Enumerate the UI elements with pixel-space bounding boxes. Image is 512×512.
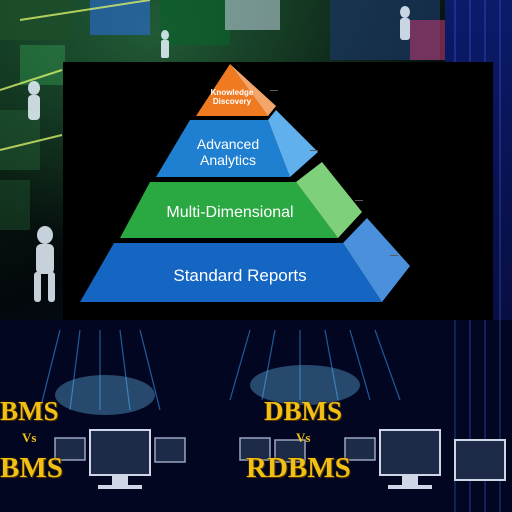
data-tunnel-background <box>0 320 512 512</box>
poster-left-vs-label: Vs <box>22 430 37 445</box>
left-tunnel-glow <box>55 375 155 415</box>
multi-dimensional-label: Multi-Dimensional <box>130 204 330 222</box>
person-silhouettes <box>28 6 410 302</box>
poster-top-title: DBMS <box>264 396 343 426</box>
tier-label-line: Analytics <box>199 152 257 168</box>
multi-dimensional-tier <box>120 182 338 238</box>
light-streaks <box>0 0 151 151</box>
tunnel-rays <box>39 329 401 411</box>
tier-label-line: Advanced <box>196 136 260 152</box>
poster-vs-label: Vs <box>296 430 311 445</box>
advanced-analytics-label: Advanced Analytics <box>172 136 284 168</box>
standard-reports-tier <box>80 243 382 302</box>
callout-lines <box>270 90 398 256</box>
tier-label-line: Multi-Dimensional <box>166 204 294 221</box>
monitor-icons <box>54 429 506 489</box>
poster-left-top-title: BMS <box>0 396 59 426</box>
standard-reports-label: Standard Reports <box>110 266 370 286</box>
knowledge-discovery-tier <box>196 64 268 116</box>
poster-left-bottom-title: BMS <box>0 452 63 484</box>
tier-label-line: Knowledge <box>210 88 254 97</box>
right-tunnel-glow <box>250 365 360 405</box>
tier-label-line: Standard Reports <box>173 266 307 285</box>
knowledge-discovery-label: Knowledge Discovery <box>196 88 268 106</box>
tier-label-line: Discovery <box>212 97 252 106</box>
poster-bottom-title: RDBMS <box>246 452 351 484</box>
advanced-analytics-tier <box>156 120 290 177</box>
floating-screens <box>0 0 445 230</box>
